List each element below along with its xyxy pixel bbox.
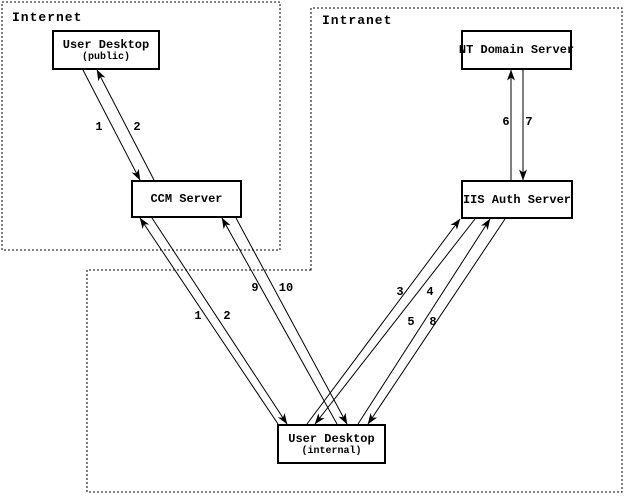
arrow-1-public bbox=[82, 69, 141, 181]
edge-label-5: 5 bbox=[407, 315, 415, 329]
arrow-1-internal bbox=[139, 217, 279, 425]
arrow-8 bbox=[367, 218, 506, 425]
intranet-zone-label: Intranet bbox=[322, 13, 393, 28]
edge-label-2-internal: 2 bbox=[223, 309, 231, 323]
edge-label-7: 7 bbox=[525, 115, 533, 129]
node-title: NT Domain Server bbox=[458, 43, 575, 57]
node-title: CCM Server bbox=[150, 192, 223, 206]
edge-label-1-public: 1 bbox=[95, 120, 103, 134]
internet-zone-border bbox=[1, 1, 281, 251]
node-subtitle: (public) bbox=[81, 51, 130, 63]
edge-label-9: 9 bbox=[251, 281, 259, 295]
internet-zone-label: Internet bbox=[12, 10, 83, 25]
node-iis-auth-server: IIS Auth Server bbox=[461, 180, 573, 219]
node-nt-domain-server: NT Domain Server bbox=[458, 30, 575, 70]
edge-label-6: 6 bbox=[502, 115, 510, 129]
edge-label-2-public: 2 bbox=[133, 120, 141, 134]
arrow-5 bbox=[357, 218, 491, 425]
node-title: User Desktop bbox=[62, 37, 150, 52]
edge-label-8: 8 bbox=[429, 315, 437, 329]
arrow-2-internal bbox=[151, 217, 288, 425]
node-user-desktop-internal: User Desktop (internal) bbox=[277, 424, 386, 464]
node-title: IIS Auth Server bbox=[462, 192, 572, 207]
edge-label-3: 3 bbox=[396, 285, 404, 299]
arrow-2-public bbox=[96, 69, 155, 181]
arrow-3 bbox=[306, 218, 461, 425]
flow-arrows bbox=[82, 69, 527, 425]
arrow-9 bbox=[221, 217, 338, 425]
node-ccm-server: CCM Server bbox=[131, 180, 242, 218]
node-title: User Desktop bbox=[288, 431, 375, 446]
arrow-4 bbox=[314, 218, 476, 425]
edge-label-10: 10 bbox=[278, 281, 294, 295]
edge-label-4: 4 bbox=[426, 285, 434, 299]
arrow-10 bbox=[235, 217, 348, 425]
node-subtitle: (internal) bbox=[301, 445, 362, 457]
intranet-zone-border bbox=[86, 7, 623, 493]
edge-label-1-internal: 1 bbox=[194, 309, 202, 323]
node-user-desktop-public: User Desktop (public) bbox=[52, 30, 160, 70]
